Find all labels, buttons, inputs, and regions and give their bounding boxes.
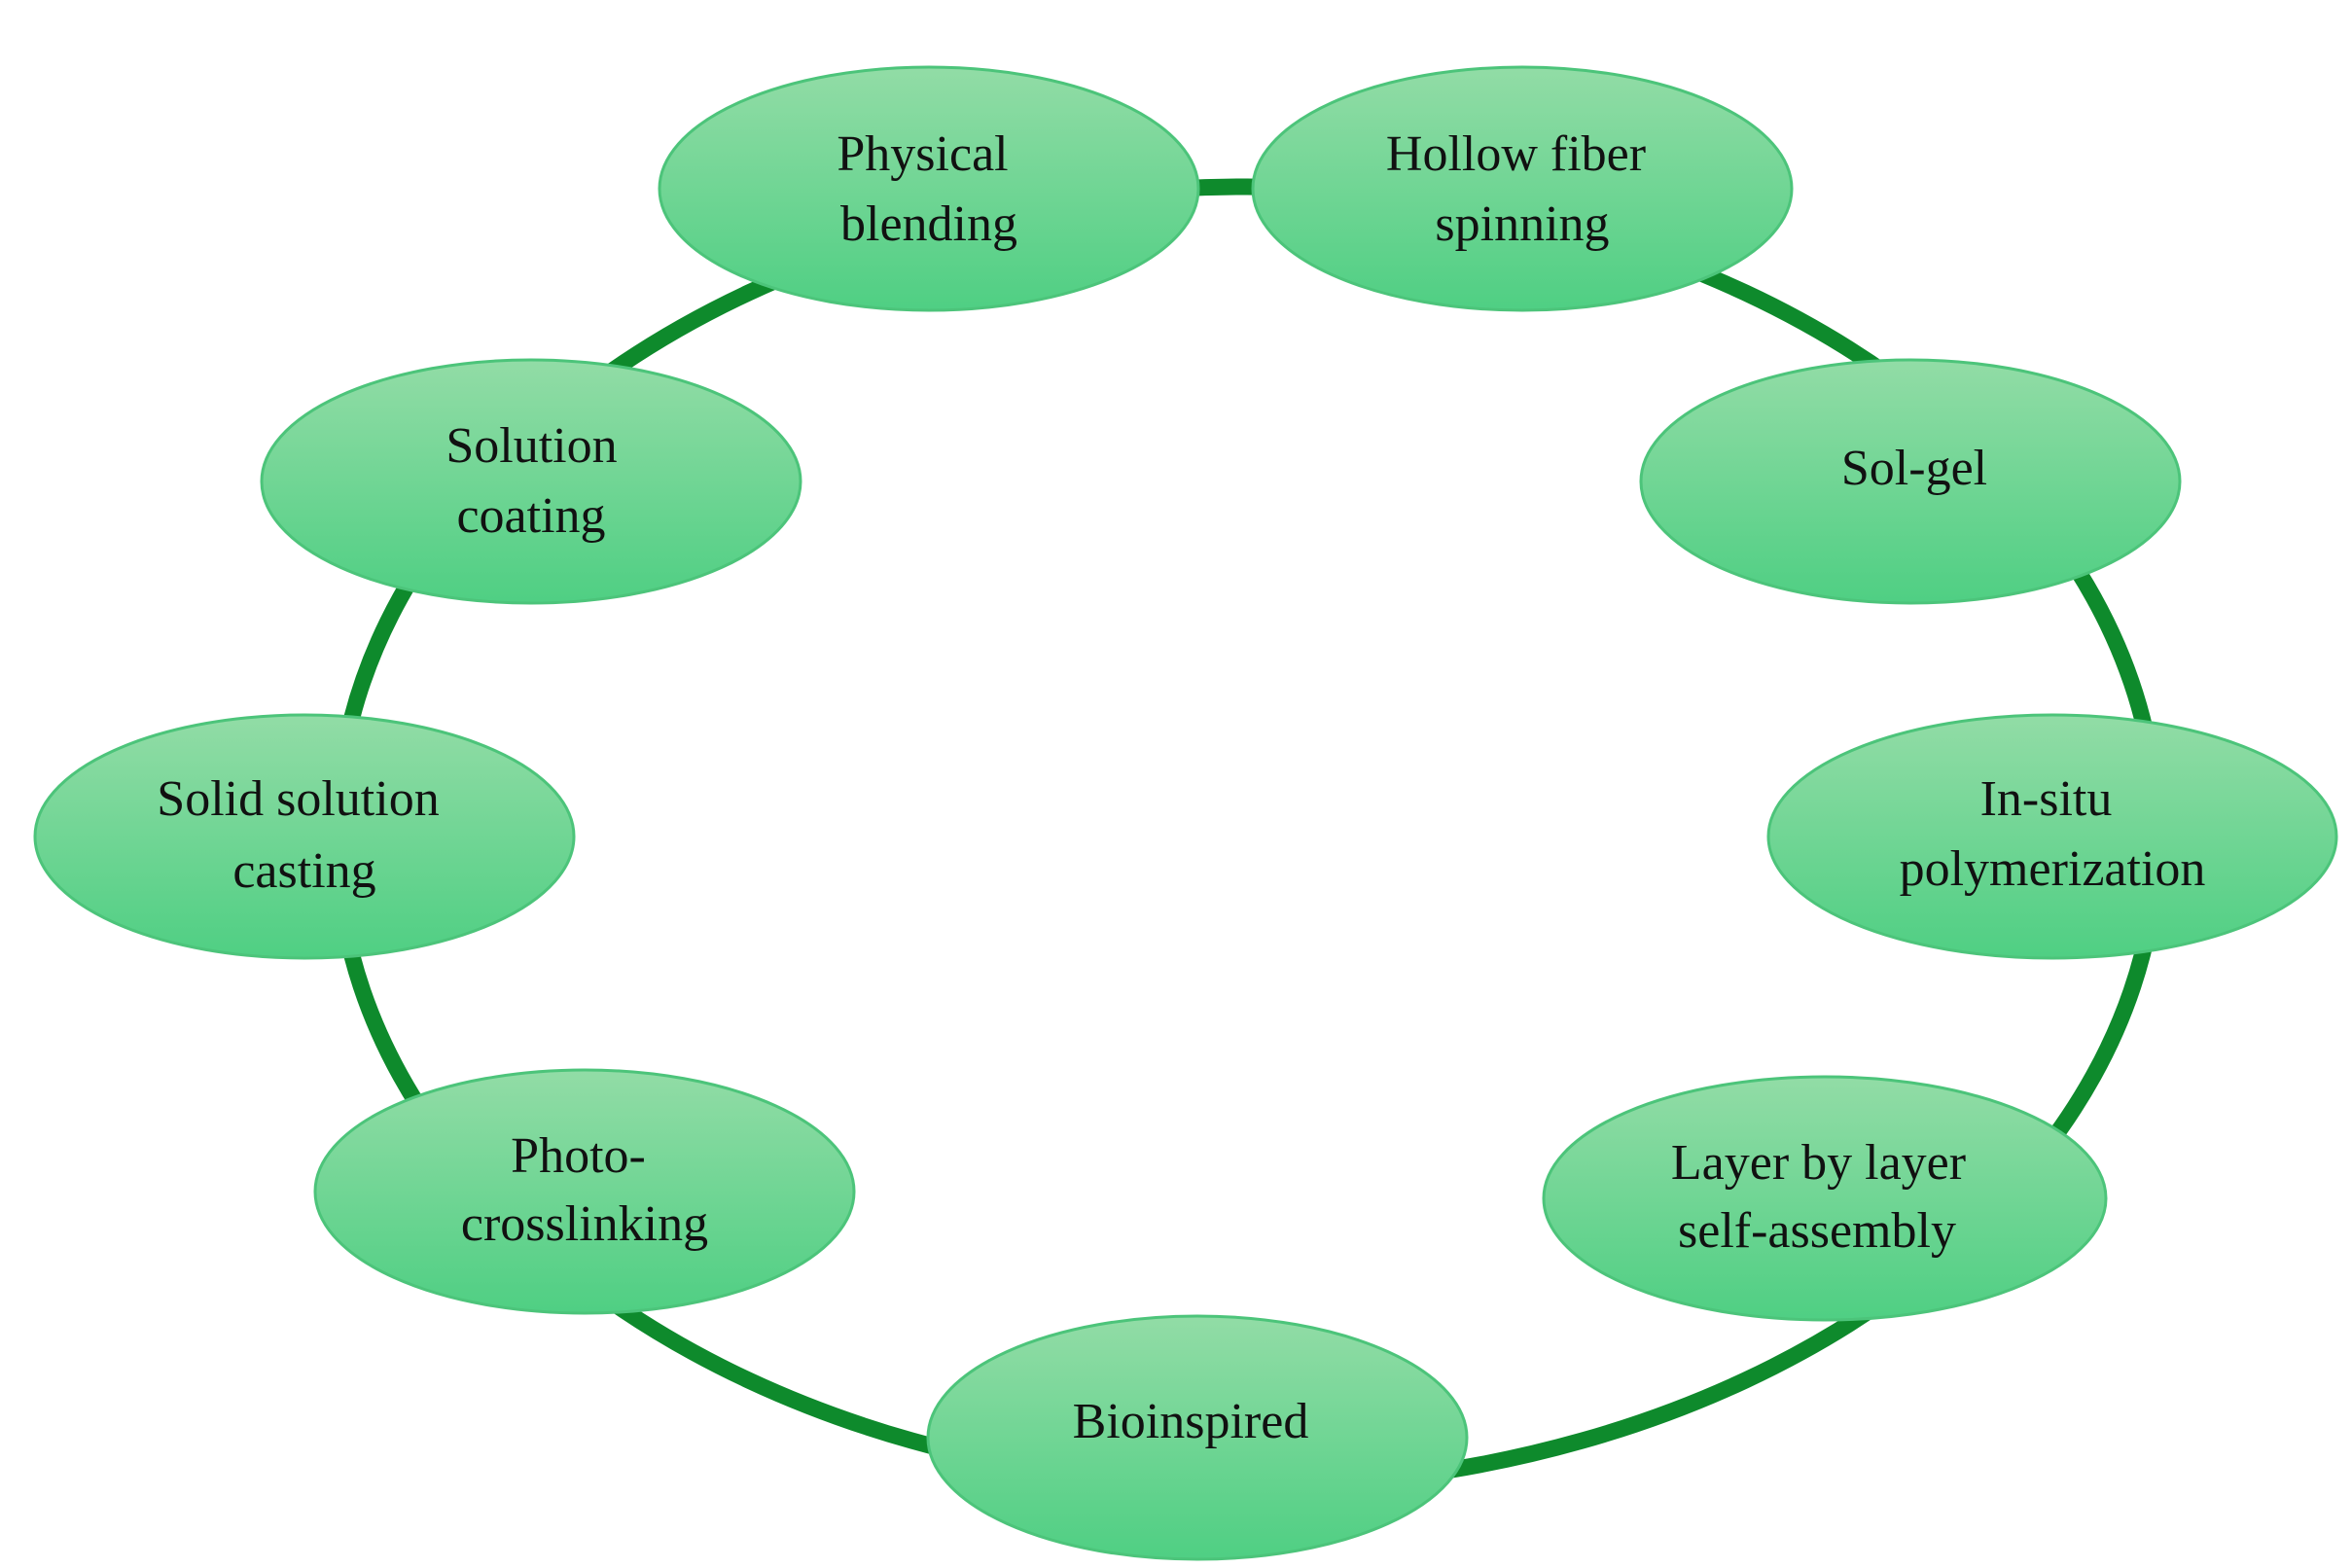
node-bioinspired: Bioinspired (926, 1314, 1469, 1561)
node-label-line: Solution (445, 418, 617, 474)
node-label-line: polymerization (1900, 841, 2206, 897)
node-label: Hollow fiber spinning (1386, 126, 1658, 252)
node-label-line: Bioinspired (1073, 1394, 1309, 1449)
node-label: Bioinspired (1073, 1394, 1309, 1449)
node-label-line: Physical (837, 126, 1008, 182)
node-label-line: In-situ (1980, 771, 2113, 827)
node-in-situ-polymerization: In-situ polymerization (1766, 713, 2338, 960)
node-label-line: self-assembly (1678, 1203, 1956, 1259)
node-photo-crosslinking: Photo- crosslinking (313, 1068, 856, 1315)
node-sol-gel: Sol-gel (1639, 358, 2182, 605)
node-label-line: spinning (1435, 196, 1609, 252)
node-solution-coating: Solution coating (260, 358, 802, 605)
node-shape (1251, 65, 1794, 312)
node-shape (1639, 358, 2182, 605)
node-label: Layer by layer self-assembly (1671, 1135, 1978, 1259)
node-label-line: blending (840, 196, 1017, 252)
node-shape (1542, 1075, 2108, 1322)
node-shape (1766, 713, 2338, 960)
node-solid-solution-casting: Solid solution casting (33, 713, 576, 960)
node-label: Solution coating (445, 418, 629, 544)
node-label-line: Hollow fiber (1386, 126, 1646, 182)
node-label-line: casting (232, 843, 375, 899)
node-label-line: Photo- (511, 1128, 646, 1184)
node-label: Sol-gel (1841, 441, 1987, 496)
node-shape (260, 358, 802, 605)
node-label-line: Solid solution (157, 771, 439, 827)
node-label-line: crosslinking (461, 1196, 708, 1252)
node-hollow-fiber-spinning: Hollow fiber spinning (1251, 65, 1794, 312)
node-label: Solid solution casting (157, 771, 451, 899)
node-physical-blending: Physical blending (658, 65, 1200, 312)
node-shape (33, 713, 576, 960)
node-label-line: Sol-gel (1841, 441, 1987, 496)
node-shape (658, 65, 1200, 312)
node-shape (926, 1314, 1469, 1561)
node-label: In-situ polymerization (1900, 771, 2206, 897)
node-shape (313, 1068, 856, 1315)
node-label-line: Layer by layer (1671, 1135, 1966, 1191)
node-label: Physical blending (837, 126, 1020, 252)
node-label-line: coating (456, 488, 605, 544)
node-layer-by-layer-self-assembly: Layer by layer self-assembly (1542, 1075, 2108, 1322)
node-label: Photo- crosslinking (461, 1128, 708, 1252)
